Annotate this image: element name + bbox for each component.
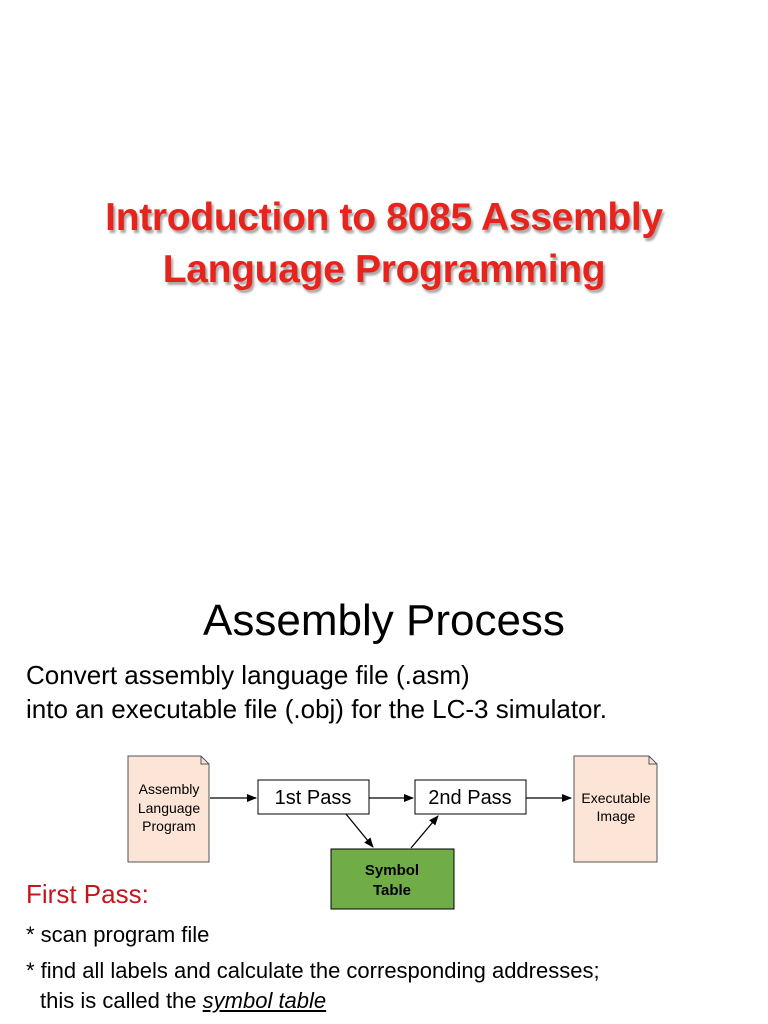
symbol-table-line-1: Symbol xyxy=(365,862,419,879)
title-line-2: Language Programming xyxy=(162,248,606,291)
bullet-find-labels: * find all labels and calculate the corr… xyxy=(26,958,600,983)
assembly-process-diagram: Assembly Language Program 1st Pass 2nd P… xyxy=(127,755,658,910)
assembly-process-heading: Assembly Process xyxy=(203,596,565,645)
symbol-table-box: Symbol Table xyxy=(330,848,455,910)
title-line-1: Introduction to 8085 Assembly xyxy=(105,196,663,239)
pass1-box: 1st Pass xyxy=(257,779,370,815)
output-doc-line-2: Image xyxy=(597,808,636,824)
source-doc-line-3: Program xyxy=(142,818,196,834)
intro-line-2: into an executable file (.obj) for the L… xyxy=(26,694,607,724)
pass2-box: 2nd Pass xyxy=(414,779,527,815)
source-document-shape: Assembly Language Program xyxy=(127,755,210,863)
output-doc-line-1: Executable xyxy=(581,790,650,806)
source-doc-line-1: Assembly xyxy=(139,781,200,797)
pass2-label: 2nd Pass xyxy=(428,787,511,809)
symbol-table-prefix: this is called the xyxy=(40,988,203,1013)
first-pass-label: First Pass: xyxy=(26,879,149,909)
source-doc-line-2: Language xyxy=(138,800,201,816)
output-document-shape: Executable Image xyxy=(573,755,658,863)
arrow-symbol-table-to-pass2 xyxy=(410,815,439,849)
symbol-table-term: symbol table xyxy=(202,988,327,1013)
intro-line-1: Convert assembly language file (.asm) xyxy=(26,660,470,690)
symbol-table-line-2: Table xyxy=(373,882,411,899)
title-slide-heading: Introduction to 8085 Assembly Language P… xyxy=(0,192,768,296)
bullet-scan-program: * scan program file xyxy=(26,922,210,947)
bullet-symbol-table-line: this is called the symbol table xyxy=(40,986,326,1016)
arrow-pass1-to-symbol-table xyxy=(345,813,374,848)
pass1-label: 1st Pass xyxy=(275,787,352,809)
intro-text: Convert assembly language file (.asm) in… xyxy=(26,658,756,726)
